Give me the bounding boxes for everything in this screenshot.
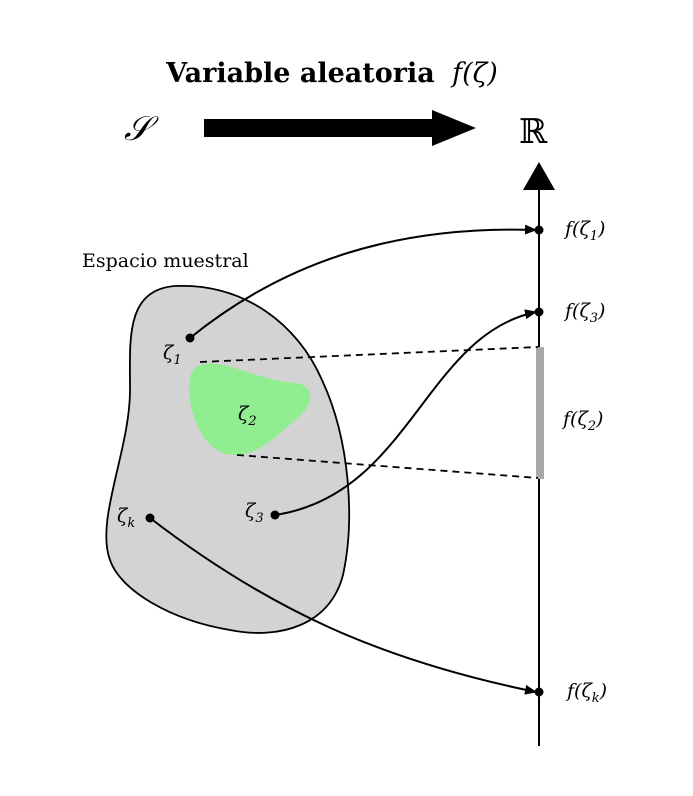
label-zeta2: ζ2: [238, 403, 257, 429]
sample-space-label: Espacio muestral: [82, 250, 249, 272]
event-region-zeta2: [189, 363, 311, 456]
label-zeta1: ζ1: [163, 342, 182, 368]
sample-set-label: 𝒮: [124, 109, 159, 149]
point-f-zetak: [534, 687, 544, 697]
mapping-curve-zeta3: [274, 309, 537, 516]
point-zetak: [145, 513, 155, 523]
point-zeta3: [270, 510, 280, 520]
point-f-zeta1: [534, 225, 544, 235]
mapping-arrow: [204, 110, 476, 146]
point-f-zeta3: [534, 307, 544, 317]
reals-label: ℝ: [519, 112, 548, 152]
sample-space-region: [105, 285, 351, 634]
label-f-zeta2: f(ζ2): [561, 408, 603, 434]
mapping-curve-zetak: [149, 517, 537, 695]
label-f-zeta1: f(ζ1): [563, 218, 605, 244]
label-f-zetak: f(ζk): [565, 680, 607, 706]
point-zeta1: [185, 333, 195, 343]
projection-line-lower: [236, 454, 539, 479]
mapping-curve-zeta1: [189, 224, 537, 339]
diagram-title: Variable aleatoria f(ζ): [165, 58, 498, 89]
label-f-zeta3: f(ζ3): [563, 300, 605, 326]
label-zeta3: ζ3: [245, 500, 264, 526]
projection-line-upper: [199, 346, 539, 363]
real-axis-arrowhead: [523, 162, 555, 190]
label-zetak: ζk: [117, 505, 135, 531]
